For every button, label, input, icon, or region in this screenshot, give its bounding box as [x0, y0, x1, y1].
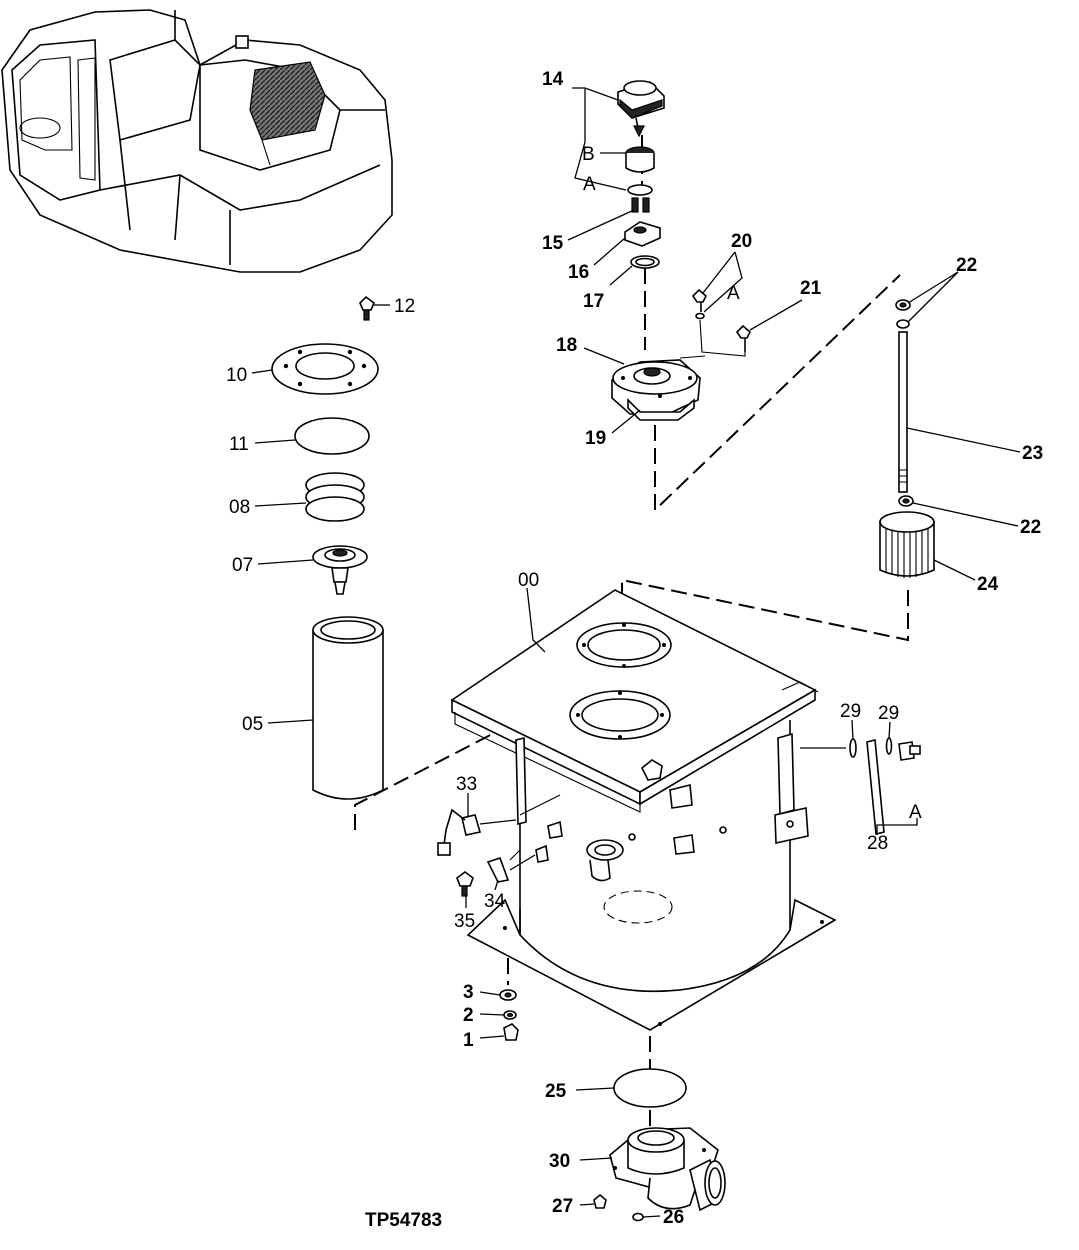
callout-1: 1 [463, 1030, 474, 1051]
tank-cover-assembly [611, 288, 751, 421]
callout-A-bolt: A [727, 283, 740, 304]
callout-11: 11 [229, 434, 249, 455]
filler-cap-assembly [617, 80, 665, 269]
callout-07: 07 [232, 555, 253, 576]
return-filter-assembly [271, 295, 384, 800]
callout-35: 35 [454, 911, 475, 932]
callout-16: 16 [568, 262, 589, 283]
callout-21: 21 [800, 278, 822, 299]
callout-34: 34 [484, 891, 506, 912]
callout-12: 12 [394, 296, 415, 317]
callout-05: 05 [242, 714, 263, 735]
callout-15: 15 [542, 233, 564, 254]
callout-29-left: 29 [840, 701, 861, 722]
callout-28: 28 [867, 833, 888, 854]
drain-plug-parts-28-29 [849, 737, 921, 836]
hydraulic-tank-body [450, 589, 837, 1031]
suction-elbow-assembly [593, 1068, 726, 1222]
callout-18: 18 [556, 335, 577, 356]
callout-10: 10 [226, 365, 247, 386]
callout-30: 30 [549, 1151, 570, 1172]
callout-33: 33 [456, 774, 477, 795]
callout-29-right: 29 [878, 703, 899, 724]
callout-2: 2 [463, 1005, 474, 1026]
callout-27: 27 [552, 1196, 573, 1217]
callout-22-bottom: 22 [1020, 517, 1041, 538]
callout-22-top: 22 [956, 255, 977, 276]
callout-20: 20 [731, 231, 752, 252]
callout-24: 24 [977, 574, 999, 595]
callout-A-plug: A [909, 802, 922, 823]
callout-A-cap: A [583, 174, 596, 195]
callout-08: 08 [229, 497, 250, 518]
callout-B: B [582, 144, 595, 165]
callout-23: 23 [1022, 443, 1043, 464]
callout-17: 17 [583, 291, 604, 312]
excavator-locator-illustration [1, 9, 393, 273]
callout-labels: 14 B A 15 16 17 20 A 21 18 19 22 23 22 2… [226, 69, 1043, 1231]
callout-leader-lines [251, 87, 1021, 1218]
figure-id: TP54783 [365, 1210, 442, 1231]
callout-26: 26 [663, 1207, 684, 1228]
callout-00: 00 [518, 570, 539, 591]
callout-19: 19 [585, 428, 606, 449]
callout-14: 14 [542, 69, 564, 90]
suction-strainer-assembly [879, 299, 935, 578]
sensor-and-clip-parts-33-35 [437, 808, 510, 897]
callout-25: 25 [545, 1081, 567, 1102]
callout-3: 3 [463, 982, 474, 1003]
